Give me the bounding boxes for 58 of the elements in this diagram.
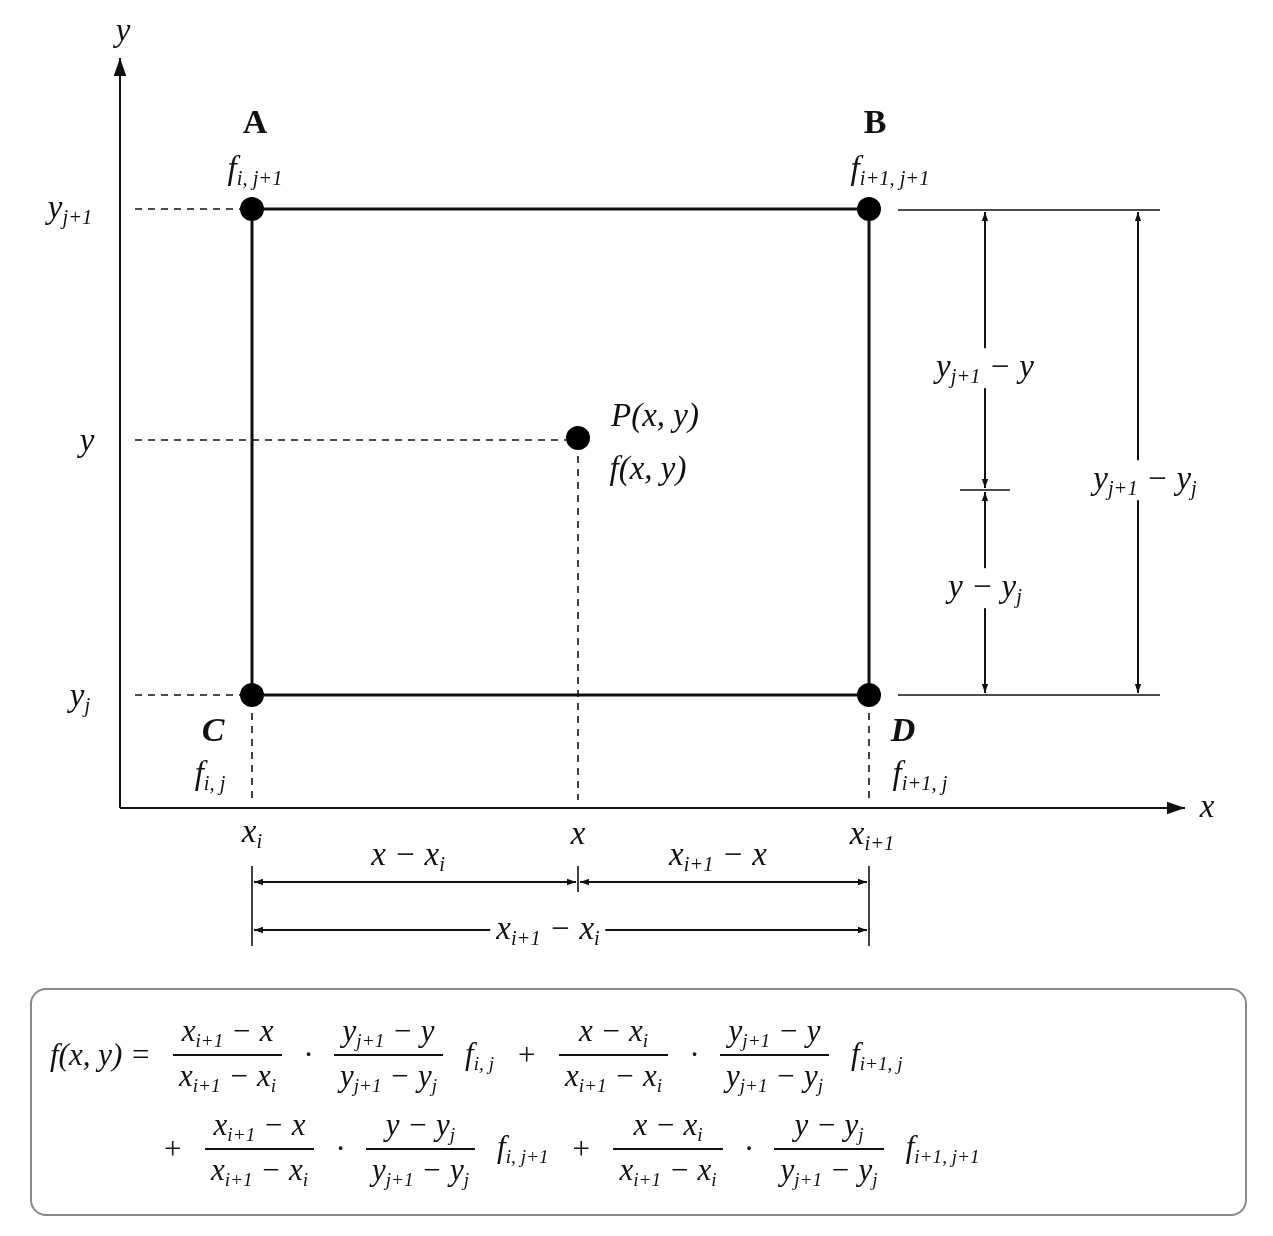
fraction-numerator: y − y$_{j}$ — [365, 1107, 476, 1150]
fraction-denominator: y$_{j+1}$ − y$_{j}$ — [722, 1057, 825, 1097]
fraction-denominator: x$_{i+1}$ − x$_{i}$ — [177, 1057, 278, 1097]
tick-label: y — [79, 421, 95, 459]
fraction-denominator: y$_{j+1}$ − y$_{j}$ — [368, 1150, 471, 1191]
fraction-numerator: x$_{i+1}$ − x — [204, 1107, 315, 1150]
tick-label: x$_{i+1}$ — [849, 815, 895, 855]
point-label: f$_{i+1, j}$ — [892, 755, 948, 795]
fraction-numerator: y − y$_{j}$ — [774, 1107, 884, 1150]
formula-term: f$_{i, j+1}$ — [497, 1129, 549, 1169]
formula-term: f(x, y) = — [50, 1037, 151, 1074]
formula-term: + — [516, 1037, 537, 1074]
tick-label: x$_{i}$ — [241, 813, 263, 853]
tick-label: x — [570, 814, 586, 852]
fraction-denominator: x$_{i+1}$ − x$_{i}$ — [209, 1150, 310, 1191]
point-dot — [566, 426, 590, 450]
fraction-numerator: y$_{j+1}$ − y — [719, 1013, 830, 1057]
corner-label: C — [201, 711, 225, 749]
point-label: f(x, y) — [609, 449, 687, 487]
formula-term: f$_{i+1, j+1}$ — [905, 1129, 980, 1169]
fraction-numerator: x − x$_{i}$ — [558, 1013, 669, 1057]
fraction-denominator: y$_{j+1}$ − y$_{j}$ — [336, 1057, 439, 1097]
rectangle-side — [264, 693, 857, 697]
formula-term: · — [304, 1037, 312, 1074]
formula-term: + — [162, 1130, 183, 1167]
point-label: P(x, y) — [611, 396, 699, 434]
formula-term: + — [570, 1130, 592, 1167]
point-dot — [240, 197, 264, 221]
fraction-denominator: x$_{i+1}$ − x$_{i}$ — [563, 1057, 664, 1097]
axis-label: x — [1199, 787, 1215, 825]
point-dot — [240, 683, 264, 707]
tick-label: y$_{j+1}$ — [47, 189, 93, 229]
formula-term: · — [744, 1130, 753, 1167]
fraction-denominator: x$_{i+1}$ − x$_{i}$ — [618, 1150, 718, 1191]
point-label: f$_{i, j+1}$ — [227, 150, 283, 190]
fraction-numerator: x − x$_{i}$ — [613, 1107, 723, 1150]
formula-term: f$_{i+1, j}$ — [851, 1035, 903, 1075]
formula-box — [30, 988, 1247, 1216]
tick-label: y$_{j}$ — [69, 677, 91, 717]
formula-term: · — [336, 1130, 344, 1167]
corner-label: A — [242, 103, 268, 141]
dimension-label: x$_{i+1}$ − x — [669, 836, 767, 876]
point-dot — [857, 197, 881, 221]
point-dot — [857, 683, 881, 707]
dimension-label: x − x$_{i}$ — [371, 836, 445, 876]
rectangle-side — [264, 207, 857, 211]
fraction-denominator: y$_{j+1}$ − y$_{j}$ — [777, 1150, 879, 1191]
fraction-numerator: y$_{j+1}$ − y — [333, 1013, 444, 1057]
formula-term: · — [690, 1037, 698, 1074]
rectangle-side — [867, 221, 871, 683]
rectangle-side — [250, 221, 254, 683]
fraction-numerator: x$_{i+1}$ − x — [172, 1013, 283, 1057]
axis-label: y — [115, 11, 131, 49]
point-label: f$_{i, j}$ — [194, 755, 226, 795]
corner-label: D — [890, 711, 916, 749]
point-label: f$_{i+1, j+1}$ — [850, 150, 930, 190]
formula-term: f$_{i, j}$ — [465, 1035, 494, 1075]
corner-label: B — [863, 103, 887, 141]
